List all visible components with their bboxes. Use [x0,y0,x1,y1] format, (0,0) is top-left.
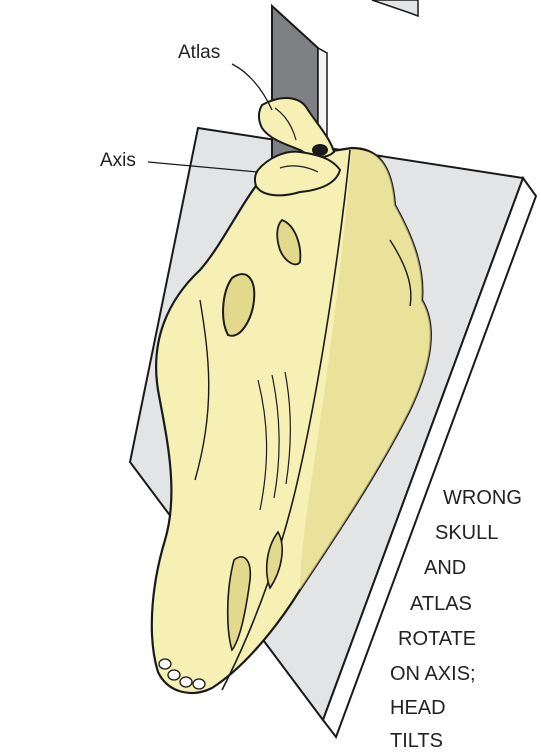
tooth [168,670,180,680]
tooth [159,659,171,669]
top-plate-fragment [372,0,418,16]
axis-label: Axis [100,150,136,171]
caption-line: HEAD [390,697,446,719]
caption-line: ATLAS [410,593,472,615]
caption-line: AND [424,557,466,579]
caption-line: SKULL [435,522,498,544]
caption-line: WRONG [443,487,522,509]
tooth [180,677,192,687]
caption-line: ON AXIS; [390,663,476,685]
caption-line: TILTS [390,730,443,752]
caption-line: ROTATE [398,628,476,650]
atlas-label: Atlas [178,42,220,63]
tooth [193,679,205,689]
